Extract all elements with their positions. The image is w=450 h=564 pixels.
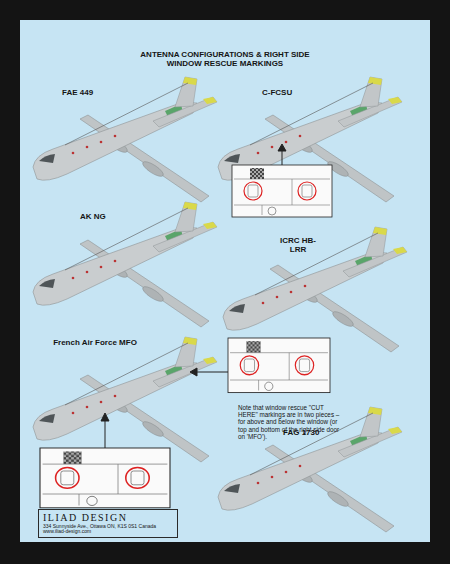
aircraft xyxy=(33,77,217,202)
aircraft-label: French Air Force MFO xyxy=(52,338,138,347)
aircraft-label: FAG 1730 xyxy=(283,428,343,437)
pointer-arrows xyxy=(101,144,286,448)
aircraft-label: FAE 449 xyxy=(62,88,122,97)
aircraft xyxy=(223,227,407,352)
aircraft xyxy=(33,337,217,462)
company-address: www.iliad-design.com xyxy=(43,529,173,535)
aircraft xyxy=(33,202,217,327)
sheet-title: ANTENNA CONFIGURATIONS & RIGHT SIDE WIND… xyxy=(140,50,310,68)
aircraft-label: C-FCSU xyxy=(262,88,322,97)
detail-inset xyxy=(228,338,330,393)
detail-inset xyxy=(232,165,332,217)
detail-inset xyxy=(40,448,170,508)
maker-box: ILIAD DESIGN334 Sunnyside Ave., Ottawa O… xyxy=(38,509,178,538)
aircraft-label: AK NG xyxy=(80,212,140,221)
company-name: ILIAD DESIGN xyxy=(43,512,173,524)
sheet xyxy=(20,20,430,542)
aircraft-label: ICRC HB-LRR xyxy=(272,236,324,254)
